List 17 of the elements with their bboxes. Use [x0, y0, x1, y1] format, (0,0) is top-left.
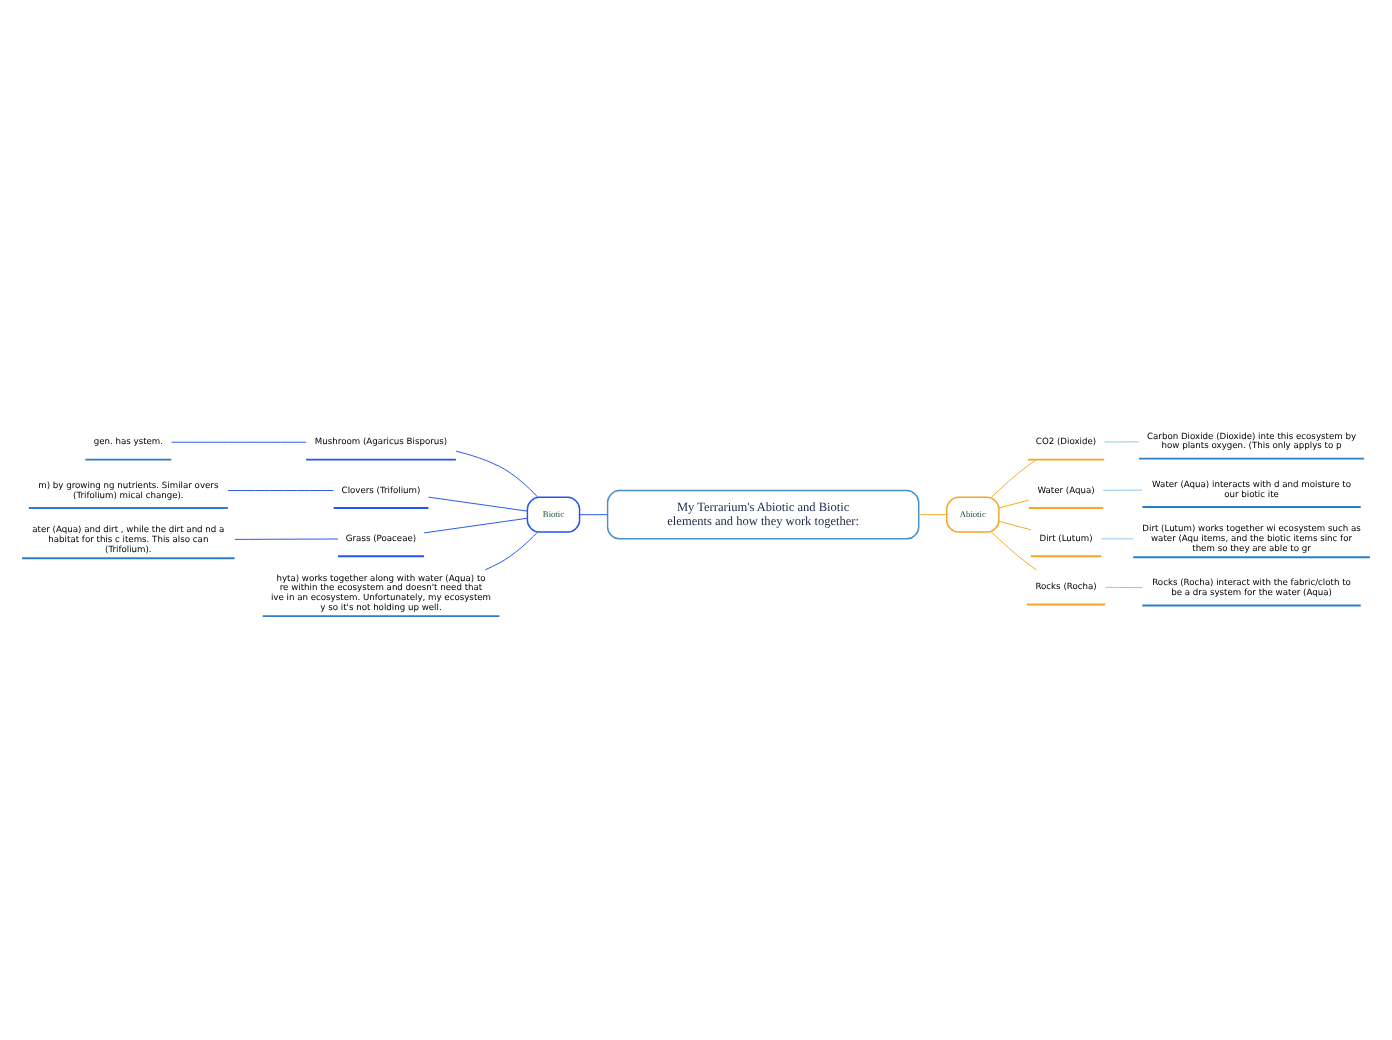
- connector: [991, 459, 1037, 498]
- connector: [991, 532, 1037, 571]
- connector: [171, 441, 307, 443]
- connector: [234, 538, 339, 540]
- connector: [1102, 489, 1143, 491]
- connector: [1101, 538, 1134, 540]
- connector: [579, 514, 608, 516]
- connector: [227, 490, 334, 491]
- connector: [484, 531, 538, 571]
- connector: [998, 499, 1030, 509]
- connector: [455, 450, 538, 498]
- connector: [423, 517, 528, 534]
- connector: [428, 496, 528, 512]
- connector: [1104, 441, 1140, 443]
- connector: [918, 514, 948, 516]
- connector: [1105, 586, 1143, 589]
- connector: [998, 520, 1032, 531]
